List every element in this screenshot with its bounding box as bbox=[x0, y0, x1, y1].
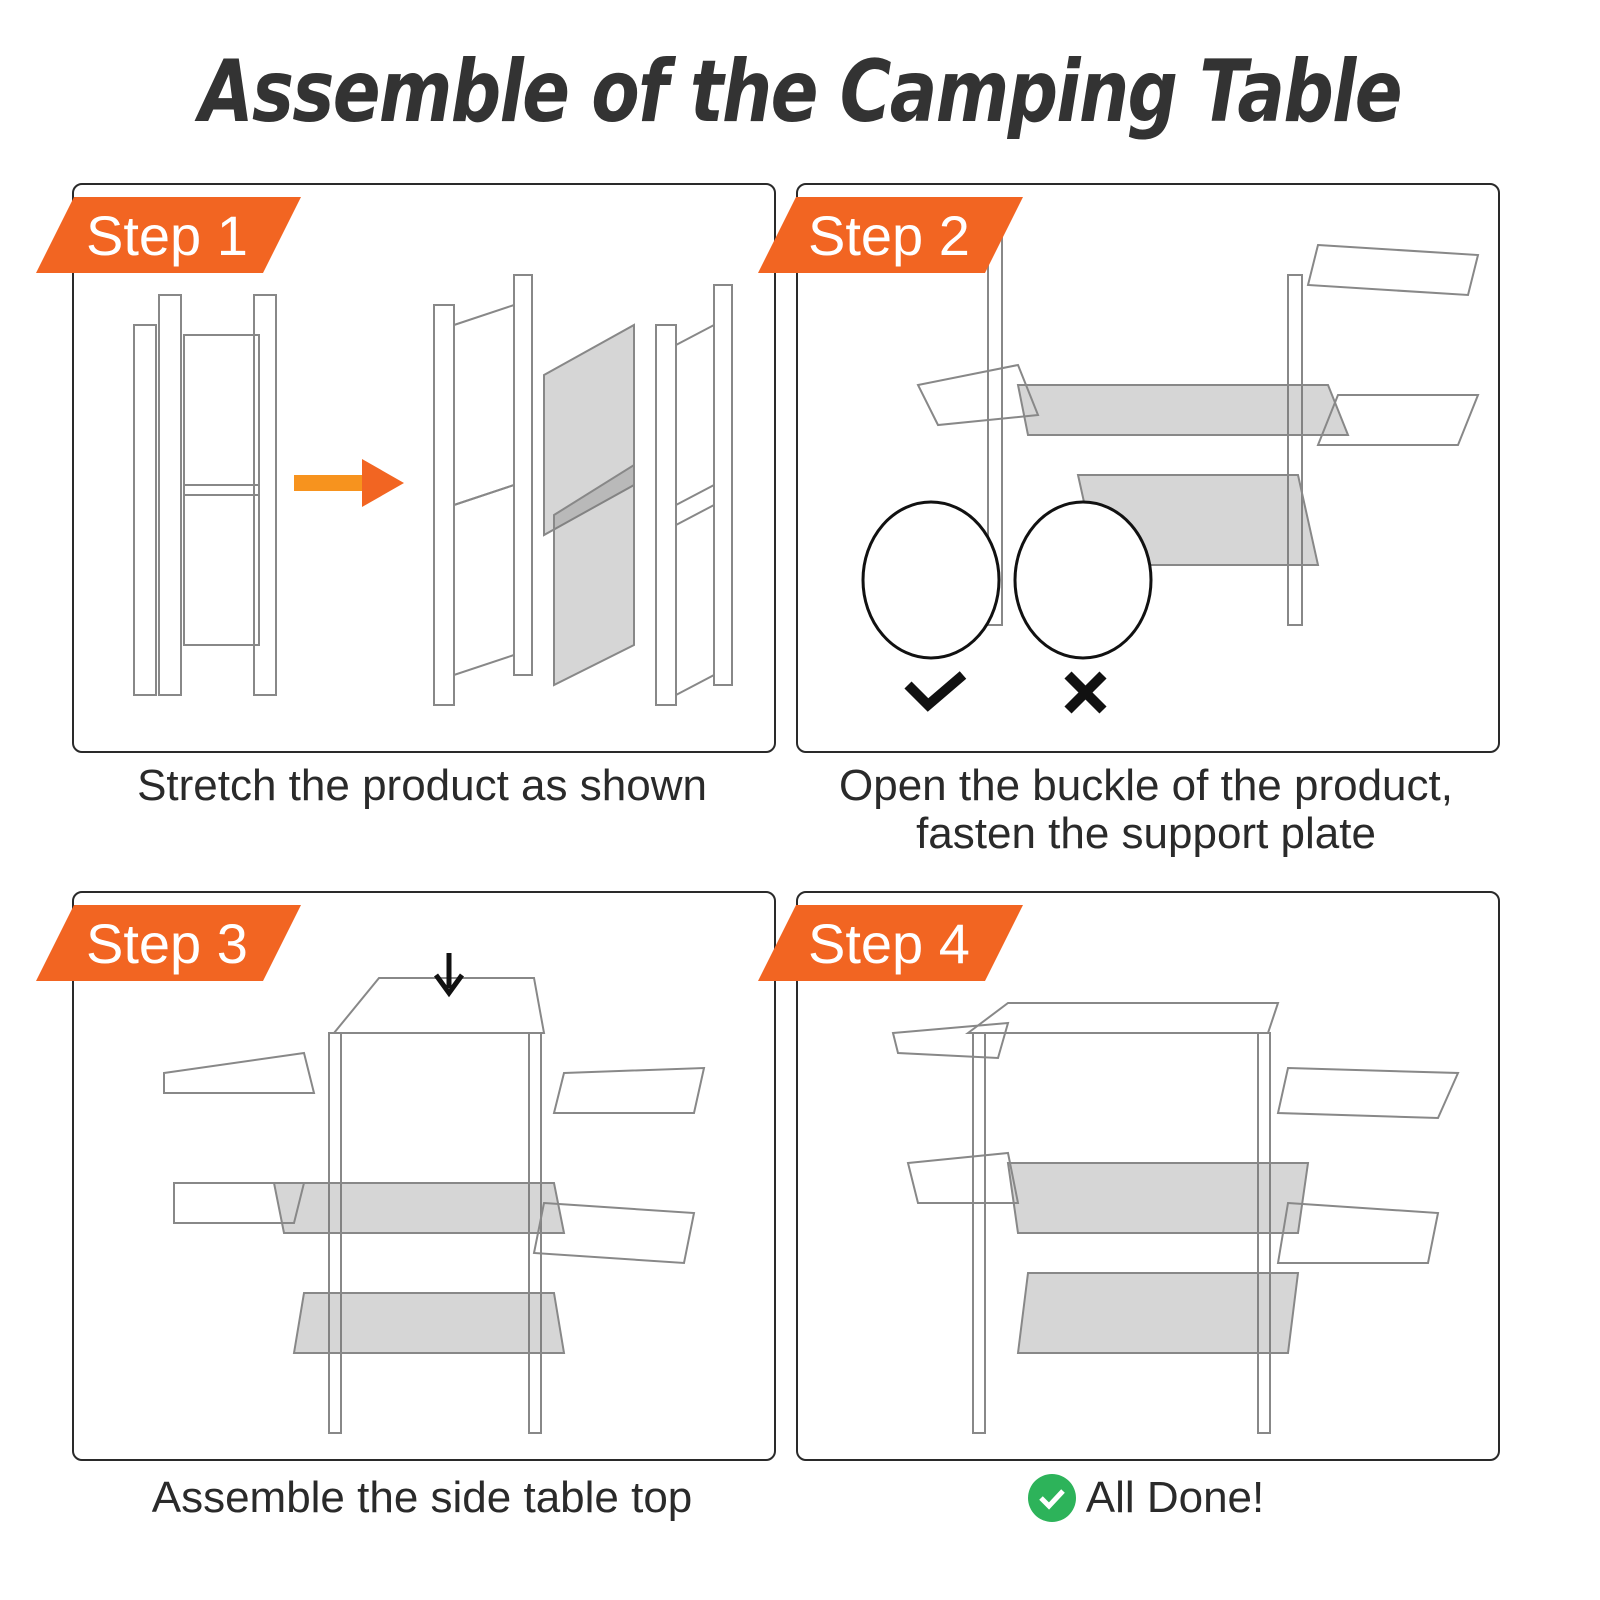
step-2-label: Step 2 bbox=[808, 204, 970, 267]
step-1-illustration bbox=[133, 274, 733, 706]
step-2-badge: Step 2 bbox=[758, 197, 1023, 273]
step-2-caption-line-1: Open the buckle of the product, bbox=[839, 761, 1453, 810]
wrong-x-icon bbox=[1064, 671, 1107, 714]
step-3-panel bbox=[72, 891, 776, 1461]
step-2-illustration bbox=[861, 224, 1480, 714]
step-3-badge: Step 3 bbox=[36, 905, 301, 981]
step-2-caption: Open the buckle of the product, fasten t… bbox=[796, 762, 1496, 858]
step-4-label: Step 4 bbox=[808, 912, 970, 975]
step-1-label: Step 1 bbox=[86, 204, 248, 267]
step-4-panel bbox=[796, 891, 1500, 1461]
down-arrow-icon bbox=[433, 953, 465, 998]
step-4-illustration bbox=[891, 1002, 1460, 1434]
page-title: Assemble of the Camping Table bbox=[199, 42, 1402, 142]
step-1-panel bbox=[72, 183, 776, 753]
correct-check-icon bbox=[904, 671, 967, 712]
step-3-label: Step 3 bbox=[86, 912, 248, 975]
step-2-caption-line-2: fasten the support plate bbox=[916, 809, 1376, 858]
step-4-caption: All Done! bbox=[796, 1474, 1496, 1522]
check-circle-icon bbox=[1027, 1474, 1076, 1522]
wrong-detail-circle bbox=[1013, 500, 1153, 660]
orange-arrow-icon bbox=[294, 459, 404, 507]
step-1-badge: Step 1 bbox=[36, 197, 301, 273]
step-1-caption: Stretch the product as shown bbox=[137, 761, 707, 810]
correct-detail-circle bbox=[861, 500, 1001, 660]
step-4-badge: Step 4 bbox=[758, 905, 1023, 981]
step-3-caption: Assemble the side table top bbox=[151, 1473, 693, 1522]
step-2-panel bbox=[796, 183, 1500, 753]
all-done-text: All Done! bbox=[1085, 1473, 1265, 1522]
step-3-illustration bbox=[163, 953, 706, 1434]
